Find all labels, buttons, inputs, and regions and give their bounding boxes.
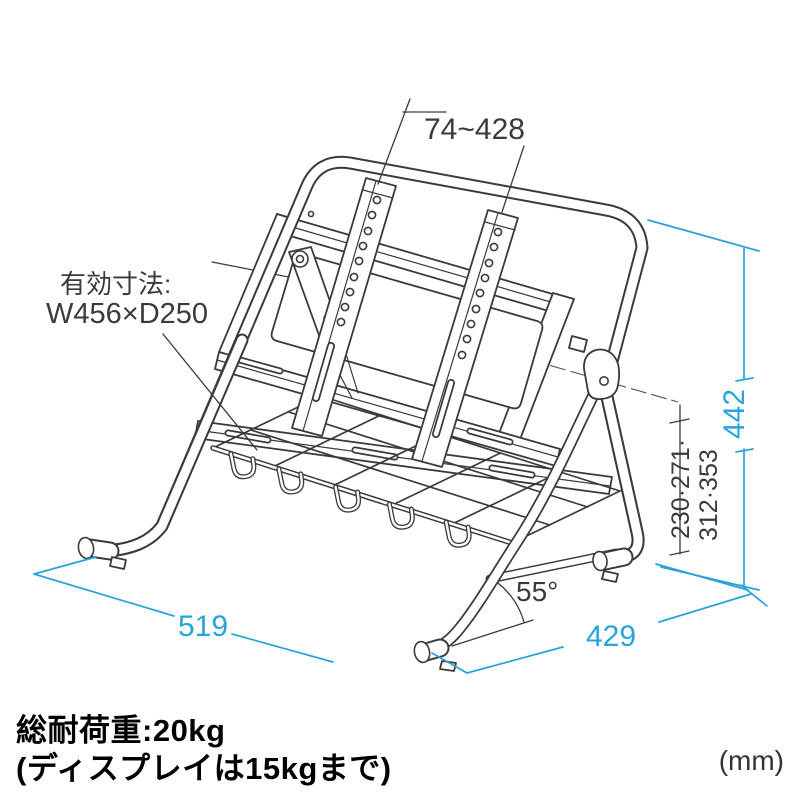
pivot-plate-right (583, 348, 621, 400)
foot-left (77, 536, 127, 570)
dimension-mount-positions: 230·271· 312·353 (667, 404, 723, 556)
pivot-bolt (598, 375, 609, 386)
dim-mount-positions-line2: 312·353 (695, 449, 723, 541)
vesa-bracket-left (291, 177, 397, 437)
dim-bracket-range-label: 74~428 (424, 113, 525, 146)
vesa-bracket-left-holes (336, 195, 382, 327)
front-right-leg (432, 388, 600, 653)
label-effective-size: 有効寸法: W456×D250 (46, 269, 258, 451)
effective-size-line2: W456×D250 (46, 298, 208, 330)
dim-mount-positions-line1: 230·271· (667, 439, 695, 539)
wire-basket (210, 395, 621, 548)
dim-angle-label: 55° (516, 576, 558, 607)
vesa-bracket-right (411, 209, 519, 468)
lower-bar-slots (224, 429, 536, 479)
dimension-width: 519 (33, 556, 334, 663)
load-capacity-text: 総耐荷重:20kg (16, 713, 225, 748)
foot-front (413, 638, 457, 672)
front-left-leg (100, 333, 249, 558)
frame-screw-hole (307, 210, 315, 218)
mount-bottom-rail-slots (236, 356, 514, 446)
basket-hooks (228, 451, 472, 548)
load-note-text: (ディスプレイは15kgまで) (16, 751, 392, 786)
dim-width-label: 519 (178, 610, 228, 643)
vesa-bracket-right-holes (457, 227, 503, 360)
unit-label: (mm) (719, 745, 784, 776)
effective-size-line1: 有効寸法: (60, 269, 171, 299)
dimension-depth: 429 (431, 563, 768, 674)
dim-depth-label: 429 (586, 620, 636, 653)
foot-rear (592, 547, 634, 583)
dimension-bracket-range: 74~428 (377, 98, 525, 213)
rear-right-leg (598, 381, 645, 566)
dimension-angle: 55° (451, 576, 558, 647)
dim-height-label: 442 (718, 389, 751, 439)
mount-right-tab (568, 335, 588, 353)
